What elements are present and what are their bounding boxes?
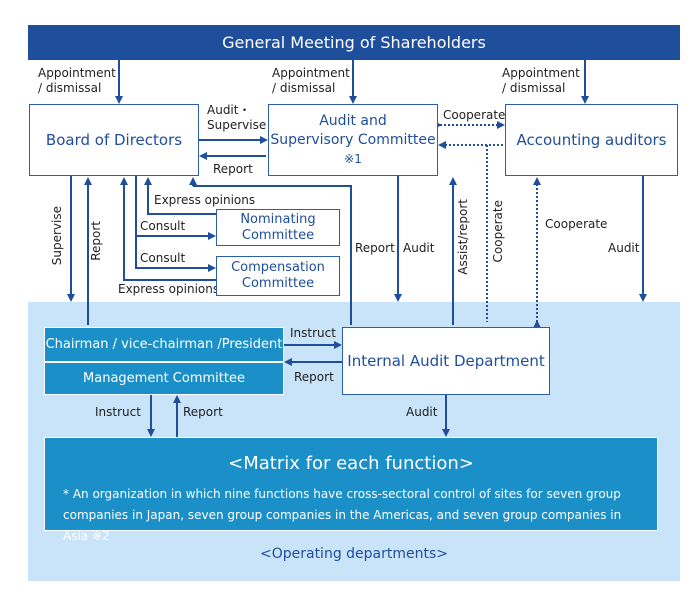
assist-report-label: Assist/report <box>456 199 470 275</box>
asc-title-line2: Supervisory Committee <box>270 131 436 148</box>
report-asc-chain-label: Report <box>355 241 395 255</box>
asc-title-line1: Audit and <box>319 112 387 129</box>
nominating-committee-box: Nominating Committee <box>216 209 340 246</box>
accounting-auditors-box: Accounting auditors <box>505 104 678 176</box>
instruct-bottom-label: Instruct <box>95 405 141 419</box>
express-opinions-top-label: Express opinions <box>154 193 256 207</box>
report-vertical-label: Report <box>89 221 103 261</box>
matrix-note: * An organization in which nine function… <box>63 487 622 543</box>
instruct-iad-label: Instruct <box>290 326 336 340</box>
compensation-line2: Committee <box>241 276 315 291</box>
cooperate-vertical-label: Cooperate <box>491 200 505 263</box>
operating-departments-label: <Operating departments> <box>259 546 449 562</box>
consult-compensation-label: Consult <box>140 251 186 265</box>
audit-aa-label: Audit <box>608 241 640 255</box>
cooperate-right-label: Cooperate <box>545 217 608 231</box>
audit-asc-label: Audit <box>403 241 435 255</box>
report-bod-asc-label: Report <box>213 162 253 176</box>
internal-audit-department-box: Internal Audit Department <box>342 327 550 395</box>
report-iad-label: Report <box>294 370 334 384</box>
supervise-vertical-label: Supervise <box>50 206 64 266</box>
board-of-directors-box: Board of Directors <box>29 104 199 176</box>
audit-supervisory-committee-box: Audit and Supervisory Committee ※1 <box>268 104 438 176</box>
express-opinions-bottom-label: Express opinions <box>118 282 220 296</box>
matrix-box: <Matrix for each function> * An organiza… <box>44 437 658 543</box>
general-meeting-banner: General Meeting of Shareholders <box>28 25 680 60</box>
consult-nominating-label: Consult <box>140 219 186 233</box>
management-committee-box: Management Committee <box>44 362 284 395</box>
cooperate-top-label: Cooperate <box>443 108 506 122</box>
report-bottom-label: Report <box>183 405 223 419</box>
appointment-label-right: Appointment / dismissal <box>502 66 580 95</box>
asc-note: ※1 <box>344 151 362 166</box>
compensation-committee-box: Compensation Committee <box>216 256 340 296</box>
nominating-line1: Nominating <box>240 211 316 227</box>
nominating-line2: Committee <box>241 227 315 243</box>
compensation-line1: Compensation <box>231 260 325 275</box>
audit-bottom-label: Audit <box>406 405 438 419</box>
appointment-label-mid: Appointment / dismissal <box>272 66 350 95</box>
chairman-president-box: Chairman / vice-chairman /President <box>44 327 284 362</box>
audit-supervise-label: Audit・ Supervise <box>207 103 267 132</box>
appointment-label-left: Appointment / dismissal <box>38 66 116 95</box>
matrix-title: <Matrix for each function> <box>228 453 474 474</box>
